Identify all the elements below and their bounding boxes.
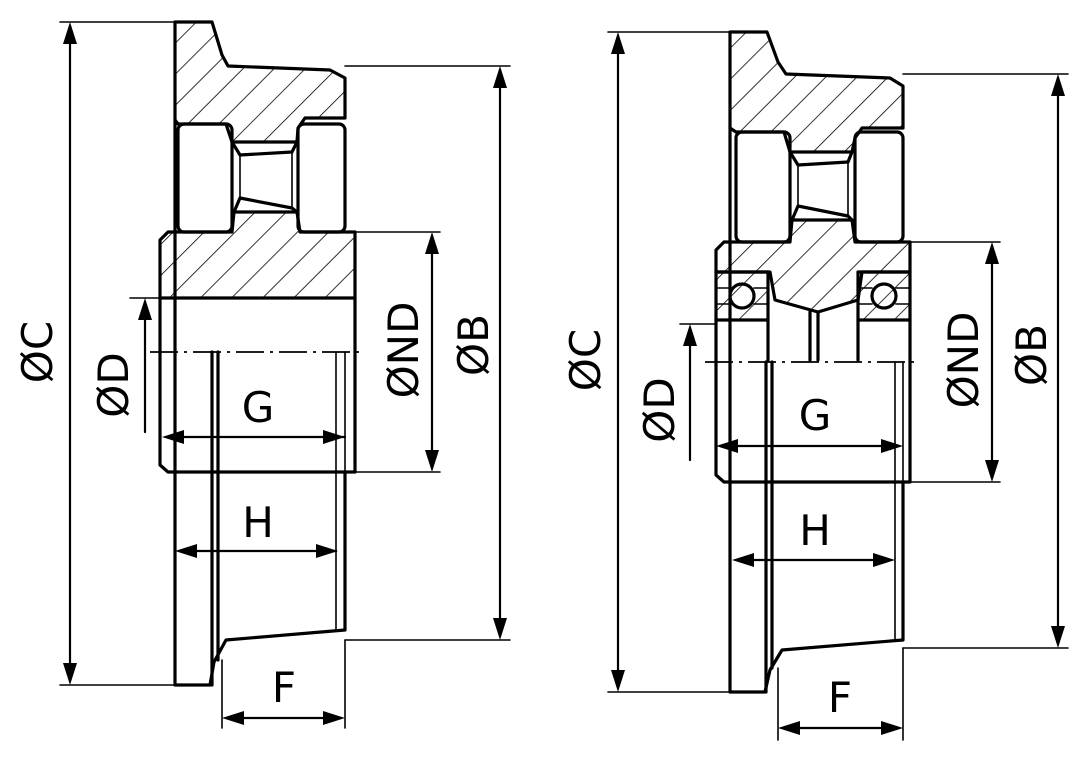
right-recess-outer — [734, 130, 792, 244]
right-label-b: ØB — [1007, 324, 1056, 386]
left-web-lower — [232, 196, 299, 214]
left-label-nd: ØND — [379, 302, 428, 399]
right-recess-inner — [853, 130, 905, 244]
left-label-d: ØD — [89, 352, 138, 417]
right-view: ØC ØD G H ØND ØB F — [561, 30, 1069, 741]
left-hub-section — [158, 210, 357, 300]
right-top-section — [728, 30, 905, 154]
right-hub-body — [714, 358, 912, 484]
right-label-f: F — [828, 673, 852, 722]
left-label-h: H — [242, 498, 274, 547]
right-label-g: G — [799, 391, 832, 440]
left-recess-outer — [176, 122, 234, 234]
left-label-f: F — [272, 663, 296, 712]
right-bearing-left — [714, 270, 770, 322]
left-bore — [210, 350, 220, 687]
right-label-c: ØC — [561, 329, 610, 391]
left-label-g: G — [242, 383, 275, 432]
left-label-b: ØB — [449, 314, 498, 376]
right-label-h: H — [799, 506, 831, 555]
left-label-c: ØC — [13, 321, 62, 383]
left-web — [230, 140, 299, 157]
left-view: ØC ØD G H ØND ØB F — [13, 20, 511, 729]
right-bearing-right — [856, 270, 912, 322]
right-label-d: ØD — [635, 377, 684, 442]
left-recess-inner — [296, 122, 347, 234]
left-hub-body — [158, 296, 357, 474]
right-label-nd: ØND — [939, 312, 988, 409]
